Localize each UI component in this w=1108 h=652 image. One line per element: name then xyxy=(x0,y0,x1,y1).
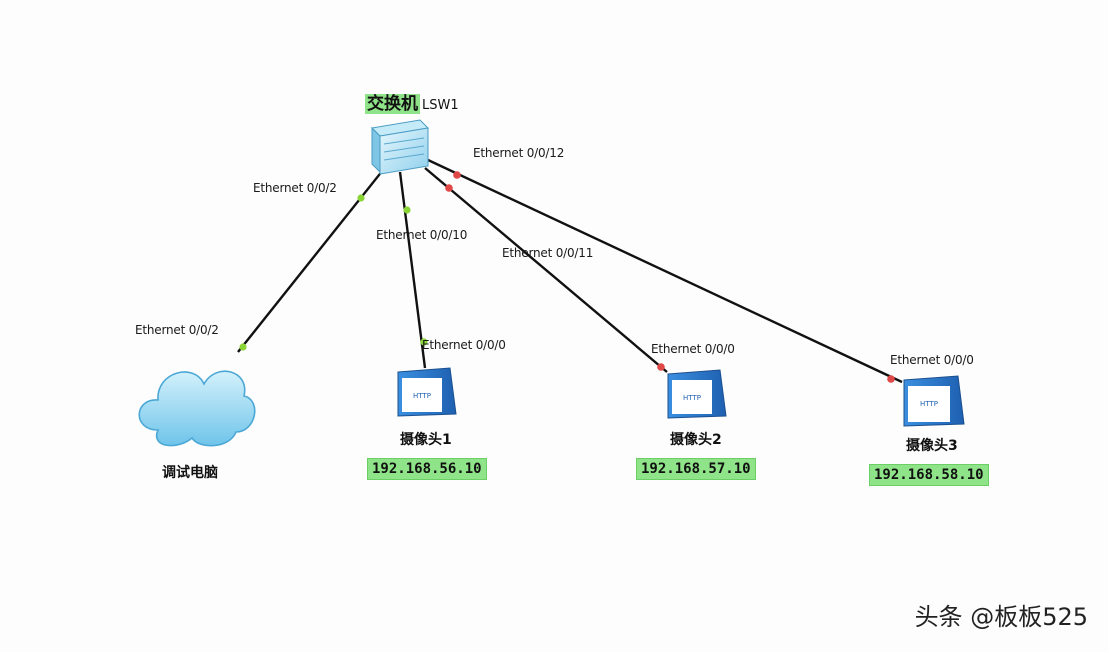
port-dot-pc-switch xyxy=(357,194,365,202)
port-dot-pc-device xyxy=(239,343,247,351)
svg-text:HTTP: HTTP xyxy=(683,394,701,402)
ip-label-cam2: 192.168.57.10 xyxy=(636,458,756,480)
switch-tag: LSW1 xyxy=(422,98,459,113)
device-label-cam1: 摄像头1 xyxy=(400,432,452,448)
switch-name: 交换机 xyxy=(365,94,420,114)
device-label-cam3: 摄像头3 xyxy=(906,438,958,454)
port-label-switch-cam2: Ethernet 0/0/11 xyxy=(502,246,594,260)
link-cam2[interactable] xyxy=(424,167,668,373)
svg-text:HTTP: HTTP xyxy=(920,400,938,408)
port-label-pc: Ethernet 0/0/2 xyxy=(135,323,219,337)
port-label-cam3: Ethernet 0/0/0 xyxy=(890,353,974,367)
watermark: 头条 @板板525 xyxy=(914,603,1088,631)
port-dot-cam1-device xyxy=(420,338,428,346)
camera-icon-1[interactable]: HTTP xyxy=(397,367,457,417)
port-dot-cam1-switch xyxy=(403,206,411,214)
port-dot-cam3-switch xyxy=(453,171,461,179)
port-label-cam2: Ethernet 0/0/0 xyxy=(651,342,735,356)
port-label-switch-cam1: Ethernet 0/0/10 xyxy=(376,228,468,242)
switch-icon[interactable] xyxy=(370,119,430,175)
ip-label-cam3: 192.168.58.10 xyxy=(869,464,989,486)
cloud-icon[interactable] xyxy=(138,370,256,447)
port-dot-cam2-switch xyxy=(445,184,453,192)
camera-icon-2[interactable]: HTTP xyxy=(667,369,727,419)
port-label-cam1: Ethernet 0/0/0 xyxy=(422,338,506,352)
port-dot-cam2-device xyxy=(657,363,665,371)
port-label-switch-pc: Ethernet 0/0/2 xyxy=(253,181,337,195)
link-cam3[interactable] xyxy=(427,158,903,384)
camera-icon-3[interactable]: HTTP xyxy=(903,375,965,427)
ip-label-cam1: 192.168.56.10 xyxy=(367,458,487,480)
link-cam1[interactable] xyxy=(398,171,427,369)
port-label-switch-cam3: Ethernet 0/0/12 xyxy=(473,146,565,160)
device-label-pc: 调试电脑 xyxy=(162,465,218,481)
svg-text:HTTP: HTTP xyxy=(413,392,431,400)
port-dot-cam3-device xyxy=(887,375,895,383)
device-label-cam2: 摄像头2 xyxy=(670,432,722,448)
